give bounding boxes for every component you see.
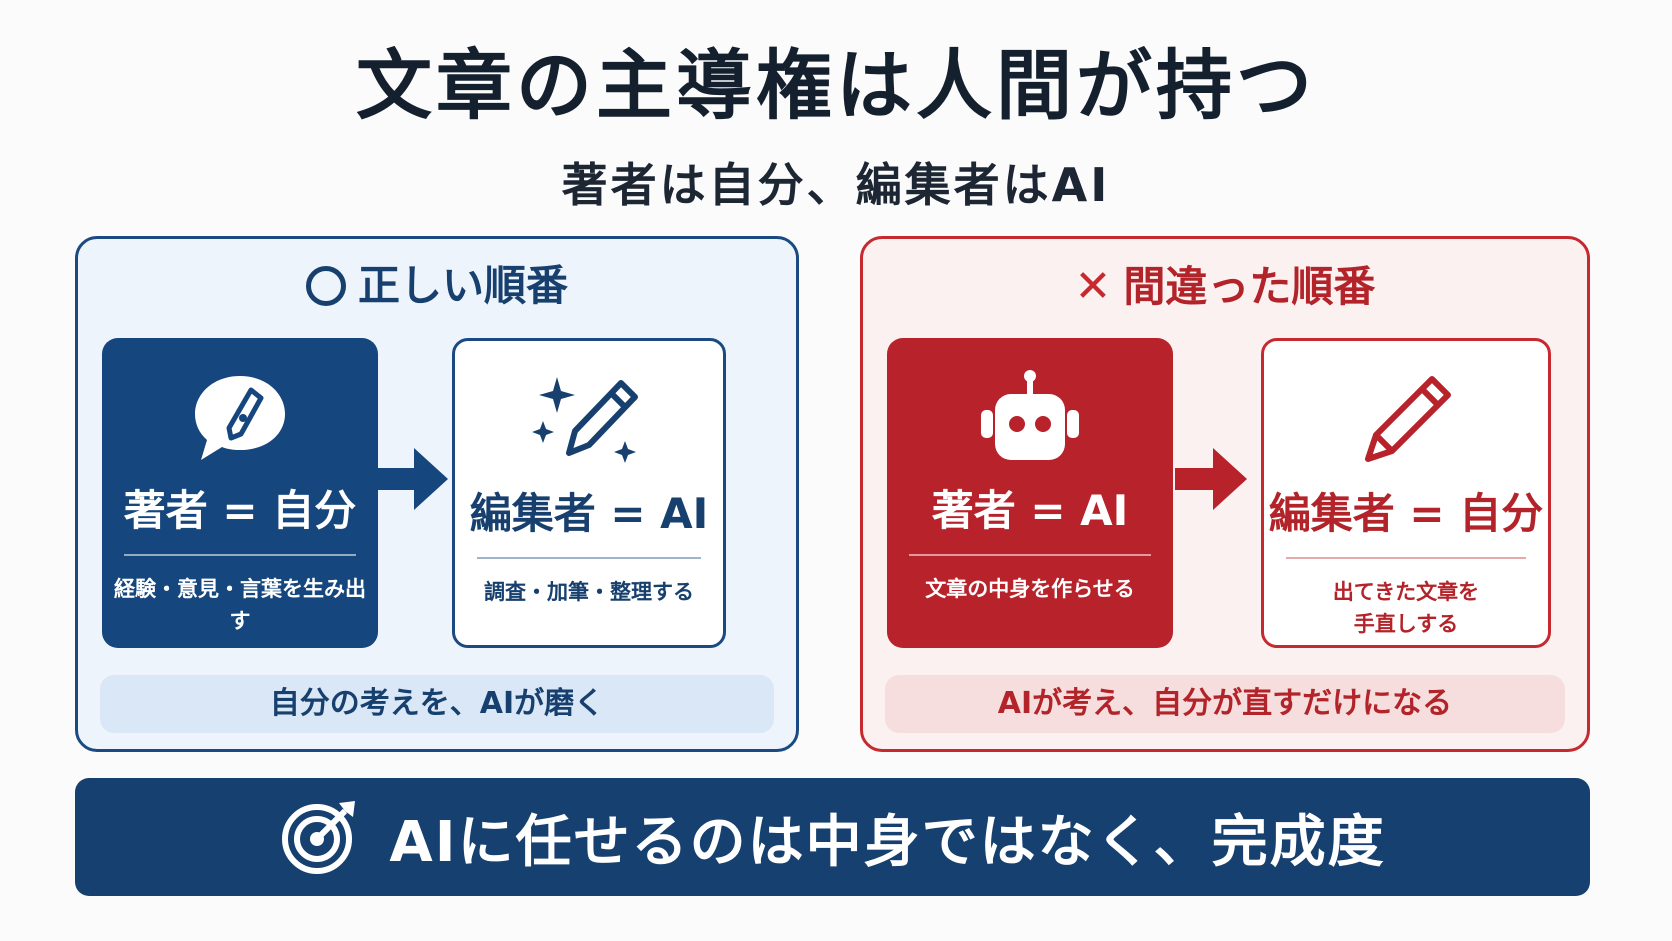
key-message-bar: AIに任せるのは中身ではなく、完成度 (75, 778, 1590, 896)
correct-order-panel: 正しい順番 著者 = 自分 経験・意見・言葉を生み出す 編集者 = AI 調査・… (75, 236, 799, 752)
page-title: 文章の主導権は人間が持つ (356, 41, 1316, 130)
correct-author-card: 著者 = 自分 経験・意見・言葉を生み出す (102, 338, 378, 648)
wrong-author-card: 著者 = AI 文章の中身を作らせる (887, 338, 1173, 648)
wrong-author-role: 著者 = AI (931, 486, 1129, 535)
wrong-editor-desc-line1: 出てきた文章を (1332, 580, 1480, 604)
correct-author-role: 著者 = 自分 (123, 486, 357, 535)
wrong-author-desc: 文章の中身を作らせる (925, 577, 1135, 601)
divider (477, 557, 701, 559)
correct-editor-desc: 調査・加筆・整理する (484, 580, 694, 604)
circle-icon (305, 266, 346, 307)
correct-summary-banner: 自分の考えを、AIが磨く (100, 675, 774, 733)
wrong-editor-desc: 出てきた文章を 手直しする (1274, 577, 1538, 640)
arrow-right-icon (378, 448, 448, 510)
wrong-order-heading-label: 間違った順番 (1123, 262, 1376, 312)
sparkle-pencil-icon (532, 377, 638, 463)
divider (1286, 557, 1526, 559)
correct-order-heading: 正しい順番 (78, 261, 796, 311)
wrong-editor-role: 編集者 = 自分 (1268, 489, 1544, 538)
arrow-right-icon (1175, 448, 1247, 510)
divider (124, 554, 356, 556)
pencil-icon (1365, 376, 1451, 462)
correct-order-heading-label: 正しい順番 (357, 261, 568, 310)
wrong-editor-card: 編集者 = 自分 出てきた文章を 手直しする (1261, 338, 1551, 648)
correct-editor-role: 編集者 = AI (469, 489, 709, 538)
correct-editor-card: 編集者 = AI 調査・加筆・整理する (452, 338, 726, 648)
wrong-summary-banner: AIが考え、自分が直すだけになる (885, 675, 1565, 733)
wrong-order-heading: ✕ 間違った順番 (863, 261, 1587, 314)
divider (909, 554, 1151, 556)
x-mark-icon: ✕ (1074, 261, 1112, 312)
correct-author-desc: 経験・意見・言葉を生み出す (114, 577, 366, 633)
target-icon (282, 801, 356, 874)
wrong-order-panel: ✕ 間違った順番 著者 = AI 文章の中身を作らせる 編集者 = 自分 出てき… (860, 236, 1590, 752)
key-message-text: AIに任せるのは中身ではなく、完成度 (389, 809, 1386, 875)
robot-icon (981, 370, 1079, 460)
wrong-editor-desc-line2: 手直しする (1353, 611, 1459, 636)
pen-nib-speech-bubble-icon (195, 376, 285, 460)
page-subtitle: 著者は自分、編集者はAI (561, 158, 1111, 212)
